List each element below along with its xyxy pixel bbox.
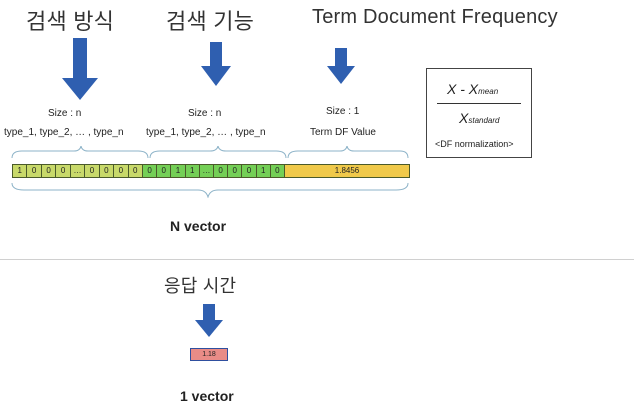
arrow-down-icon: [327, 48, 355, 84]
heading-search-function: 검색 기능: [166, 9, 255, 34]
method-cell: 0: [41, 165, 57, 177]
function-cell: 0: [242, 165, 257, 177]
function-cell: 0: [228, 165, 243, 177]
formula-numerator: X - X: [447, 81, 479, 97]
arrow-down-icon: [62, 38, 98, 100]
formula-denominator-sub: standard: [468, 116, 500, 125]
function-cell: 1: [256, 165, 271, 177]
method-cell: …: [70, 165, 86, 177]
formula-denominator: X: [459, 110, 469, 126]
heading-search-method: 검색 방식: [26, 9, 115, 34]
bottom-brace: [11, 182, 409, 198]
function-cell: 0: [157, 165, 172, 177]
df-normalization-formula: X - Xmean Xstandard <DF normalization>: [426, 68, 532, 158]
types-label-method: type_1, type_2, … , type_n: [4, 127, 124, 138]
formula-caption: <DF normalization>: [435, 139, 514, 149]
arrow-down-icon: [201, 42, 231, 86]
method-cell: 0: [128, 165, 143, 177]
method-cell: 0: [99, 165, 115, 177]
n-vector-label: N vector: [170, 218, 227, 234]
function-cell: 0: [270, 165, 285, 177]
size-label-method: Size : n: [48, 108, 82, 119]
function-cell: 1: [171, 165, 186, 177]
size-label-function: Size : n: [188, 108, 222, 119]
arrow-down-icon: [195, 304, 223, 337]
term-df-label: Term DF Value: [310, 127, 376, 138]
top-braces: [11, 146, 409, 159]
method-cell: 1: [13, 165, 28, 177]
method-cell: 0: [27, 165, 42, 177]
function-cell: 0: [214, 165, 229, 177]
formula-numerator-sub: mean: [478, 87, 499, 96]
heading-tdf: Term Document Frequency: [312, 6, 558, 28]
one-vector-label: 1 vector: [180, 388, 234, 404]
function-cell: …: [199, 165, 214, 177]
types-label-function: type_1, type_2, … , type_n: [146, 127, 266, 138]
method-cell: 0: [114, 165, 129, 177]
response-time-cell: 1.18: [190, 348, 228, 361]
function-cell: 0: [143, 165, 158, 177]
heading-response-time: 응답 시간: [164, 276, 237, 296]
method-cell: 0: [85, 165, 100, 177]
size-label-tdf: Size : 1: [326, 106, 360, 117]
tdf-cell: 1.8456: [285, 165, 409, 177]
fraction-bar: [437, 103, 521, 104]
function-cell: 1: [185, 165, 200, 177]
method-cell: 0: [56, 165, 71, 177]
section-divider: [0, 259, 634, 260]
